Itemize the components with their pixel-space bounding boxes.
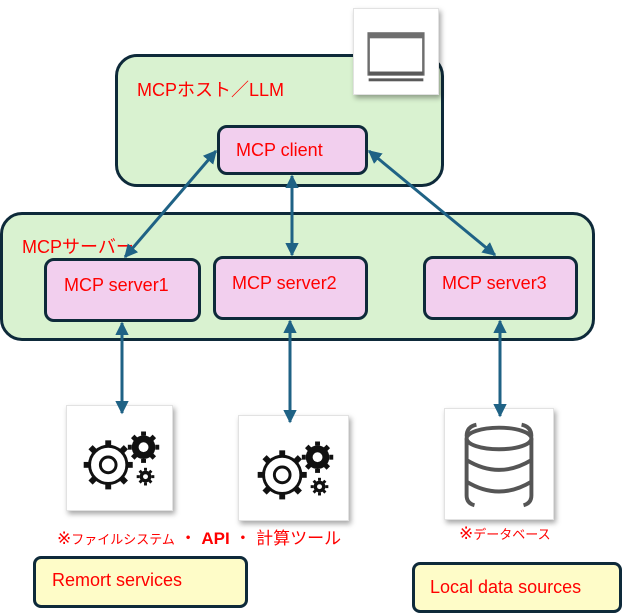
mcp-server-group-title: MCPサーバー <box>22 237 134 257</box>
mcp-server3-node: MCP server3 <box>423 256 578 320</box>
mcp-server2-node: MCP server2 <box>213 256 368 320</box>
database-icon <box>444 408 554 520</box>
mcp-server2-label: MCP server2 <box>232 273 337 293</box>
note-api: API <box>201 529 230 548</box>
local-data-sources-label: Local data sources <box>430 577 582 597</box>
mcp-client-node: MCP client <box>217 125 368 175</box>
mcp-client-label: MCP client <box>236 140 323 160</box>
note-separator: ・ <box>179 529 197 548</box>
tools-note: ※ファイルシステム ・ API ・ 計算ツール <box>57 524 341 549</box>
gears-icon <box>66 405 173 511</box>
remote-services-label: Remort services <box>52 570 183 590</box>
mcp-server1-label: MCP server1 <box>64 275 169 295</box>
local-data-sources-box: Local data sources <box>412 562 622 613</box>
note-mark: ※ <box>57 529 72 548</box>
database-note: ※データベース <box>459 524 551 544</box>
note-filesystem: ファイルシステム <box>71 532 175 547</box>
gears-icon <box>238 415 349 521</box>
note-database: データベース <box>473 527 551 542</box>
laptop-icon <box>353 8 439 95</box>
mcp-server1-node: MCP server1 <box>44 258 201 322</box>
note-mark: ※ <box>459 524 474 543</box>
mcp-host-title: MCPホスト／LLM <box>137 80 285 100</box>
note-calc-tools: 計算ツール <box>256 529 342 548</box>
remote-services-box: Remort services <box>33 556 248 608</box>
mcp-server3-label: MCP server3 <box>442 273 547 293</box>
note-separator: ・ <box>234 529 252 548</box>
